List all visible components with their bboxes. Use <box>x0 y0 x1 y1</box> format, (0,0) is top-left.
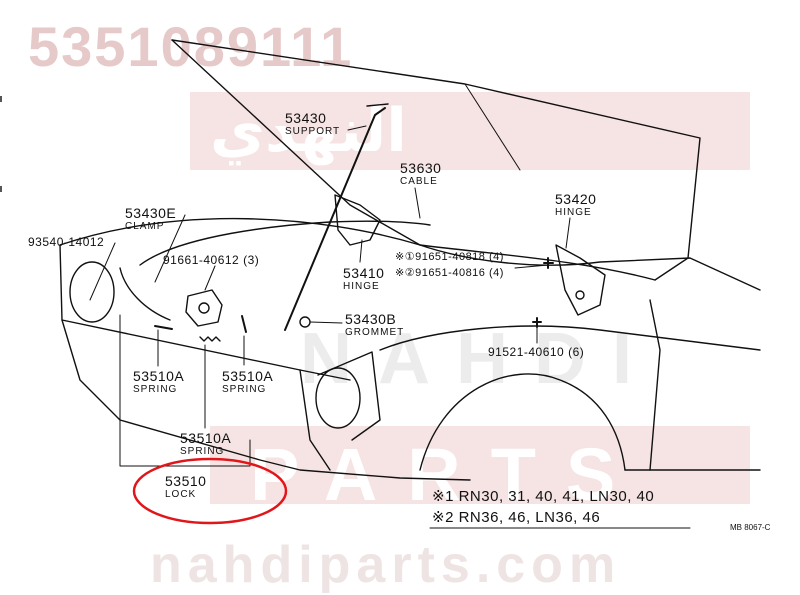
applicability-mark-2: ※2 <box>432 509 454 526</box>
hood-lock-pivot <box>198 302 210 314</box>
hinge-right-name: HINGE <box>555 207 592 218</box>
leader-hinge-right <box>565 217 571 249</box>
bumper-lower <box>119 419 471 481</box>
lock-bolt-number: 91661-40612 (3) <box>163 253 260 267</box>
hinge-right-number: 53420 <box>555 191 597 207</box>
leader-hinge-left <box>359 239 363 263</box>
support-rod <box>284 107 386 331</box>
hinge-right-shape <box>555 244 606 316</box>
spring-a-left-name: SPRING <box>133 384 178 395</box>
hinge-left-number: 53410 <box>343 265 385 281</box>
front-body-edge <box>59 244 121 421</box>
hood-inner-line <box>464 83 521 171</box>
bolt-1-number: ※①91651-40818 (4) <box>395 251 504 263</box>
support-number: 53430 <box>285 110 327 126</box>
applicability-note-1: ※1 RN30, 31, 40, 41, LN30, 40 <box>432 487 654 505</box>
grommet-marker <box>299 316 311 328</box>
applicability-models-2: RN36, 46, LN36, 46 <box>458 509 601 526</box>
door-edge <box>649 299 661 471</box>
lock-highlight-ellipse <box>132 457 288 525</box>
applicability-mark-1: ※1 <box>432 488 454 505</box>
hood-assembly-drawing <box>59 39 761 529</box>
grommet-number: 53430B <box>345 311 397 327</box>
watermark-parts: PARTS <box>250 433 646 516</box>
applicability-models-1: RN30, 31, 40, 41, LN30, 40 <box>458 488 655 505</box>
fender-side <box>379 325 761 351</box>
leader-grommet <box>309 321 343 324</box>
spring-a-right-name: SPRING <box>222 384 267 395</box>
bolt-1-2-marker <box>543 257 554 269</box>
hood-release-cable <box>139 220 431 266</box>
headlight-left <box>69 261 115 323</box>
leader-lock-bolt <box>204 265 216 291</box>
leader-bolt-1-2 <box>514 264 549 269</box>
watermark-band-bottom <box>210 426 750 504</box>
clamp-number: 53430E <box>125 205 177 221</box>
spring-left <box>154 325 173 330</box>
scan-edge-mark <box>0 186 2 192</box>
spring-a-center-number: 53510A <box>180 430 232 446</box>
leader-clamp <box>154 214 186 283</box>
watermark-band-top <box>190 92 750 170</box>
spring-a-center-name: SPRING <box>180 446 225 457</box>
diagram-stage: 5351089111 النهدي NAHDI PARTS nahdiparts… <box>0 15 771 594</box>
support-rod-tip <box>366 103 389 107</box>
headlight-right <box>315 367 361 429</box>
grommet-name: GROMMET <box>345 327 405 338</box>
spring-a-right-number: 53510A <box>222 368 274 384</box>
lock-name: LOCK <box>165 489 197 500</box>
leader-cable <box>414 187 421 219</box>
hinge-right-pivot <box>575 290 585 300</box>
lock-number: 53510 <box>165 473 207 489</box>
wheel-arch <box>419 373 626 471</box>
leader-lock-bracket <box>119 314 251 467</box>
hinge-left-name: HINGE <box>343 281 380 292</box>
spring-a-left-number: 53510A <box>133 368 185 384</box>
leader-screw-left <box>89 242 116 301</box>
fender-top-line <box>59 217 761 291</box>
applicability-note-2: ※2 RN36, 46, LN36, 46 <box>432 508 600 526</box>
bolt-2-number: ※②91651-40816 (4) <box>395 267 504 279</box>
hood-lock-shape <box>185 289 223 327</box>
hood-left-edge <box>171 39 421 246</box>
cowl-line <box>419 244 656 281</box>
spring-center <box>199 336 221 342</box>
cable-name: CABLE <box>400 176 438 187</box>
figure-code: MB 8067-C <box>730 523 771 532</box>
bumper-upper <box>61 319 351 381</box>
hood-outline <box>171 39 701 281</box>
clamp-name: CLAMP <box>125 221 165 232</box>
hinge-bolt-marker <box>532 317 542 328</box>
watermark-part-number: 5351089111 <box>28 15 354 78</box>
spring-right <box>241 315 247 333</box>
support-name: SUPPORT <box>285 126 341 137</box>
scan-edge-mark <box>0 96 2 102</box>
hinge-bolt-number: 91521-40610 (6) <box>488 345 585 359</box>
hinge-left-shape <box>334 194 381 246</box>
bumper-corner <box>299 369 331 471</box>
screw-left-number: 93540-14012 <box>28 235 105 249</box>
cable-loop <box>119 267 171 321</box>
headlight-housing <box>317 351 381 441</box>
leader-support <box>347 125 367 131</box>
cable-number: 53630 <box>400 160 442 176</box>
